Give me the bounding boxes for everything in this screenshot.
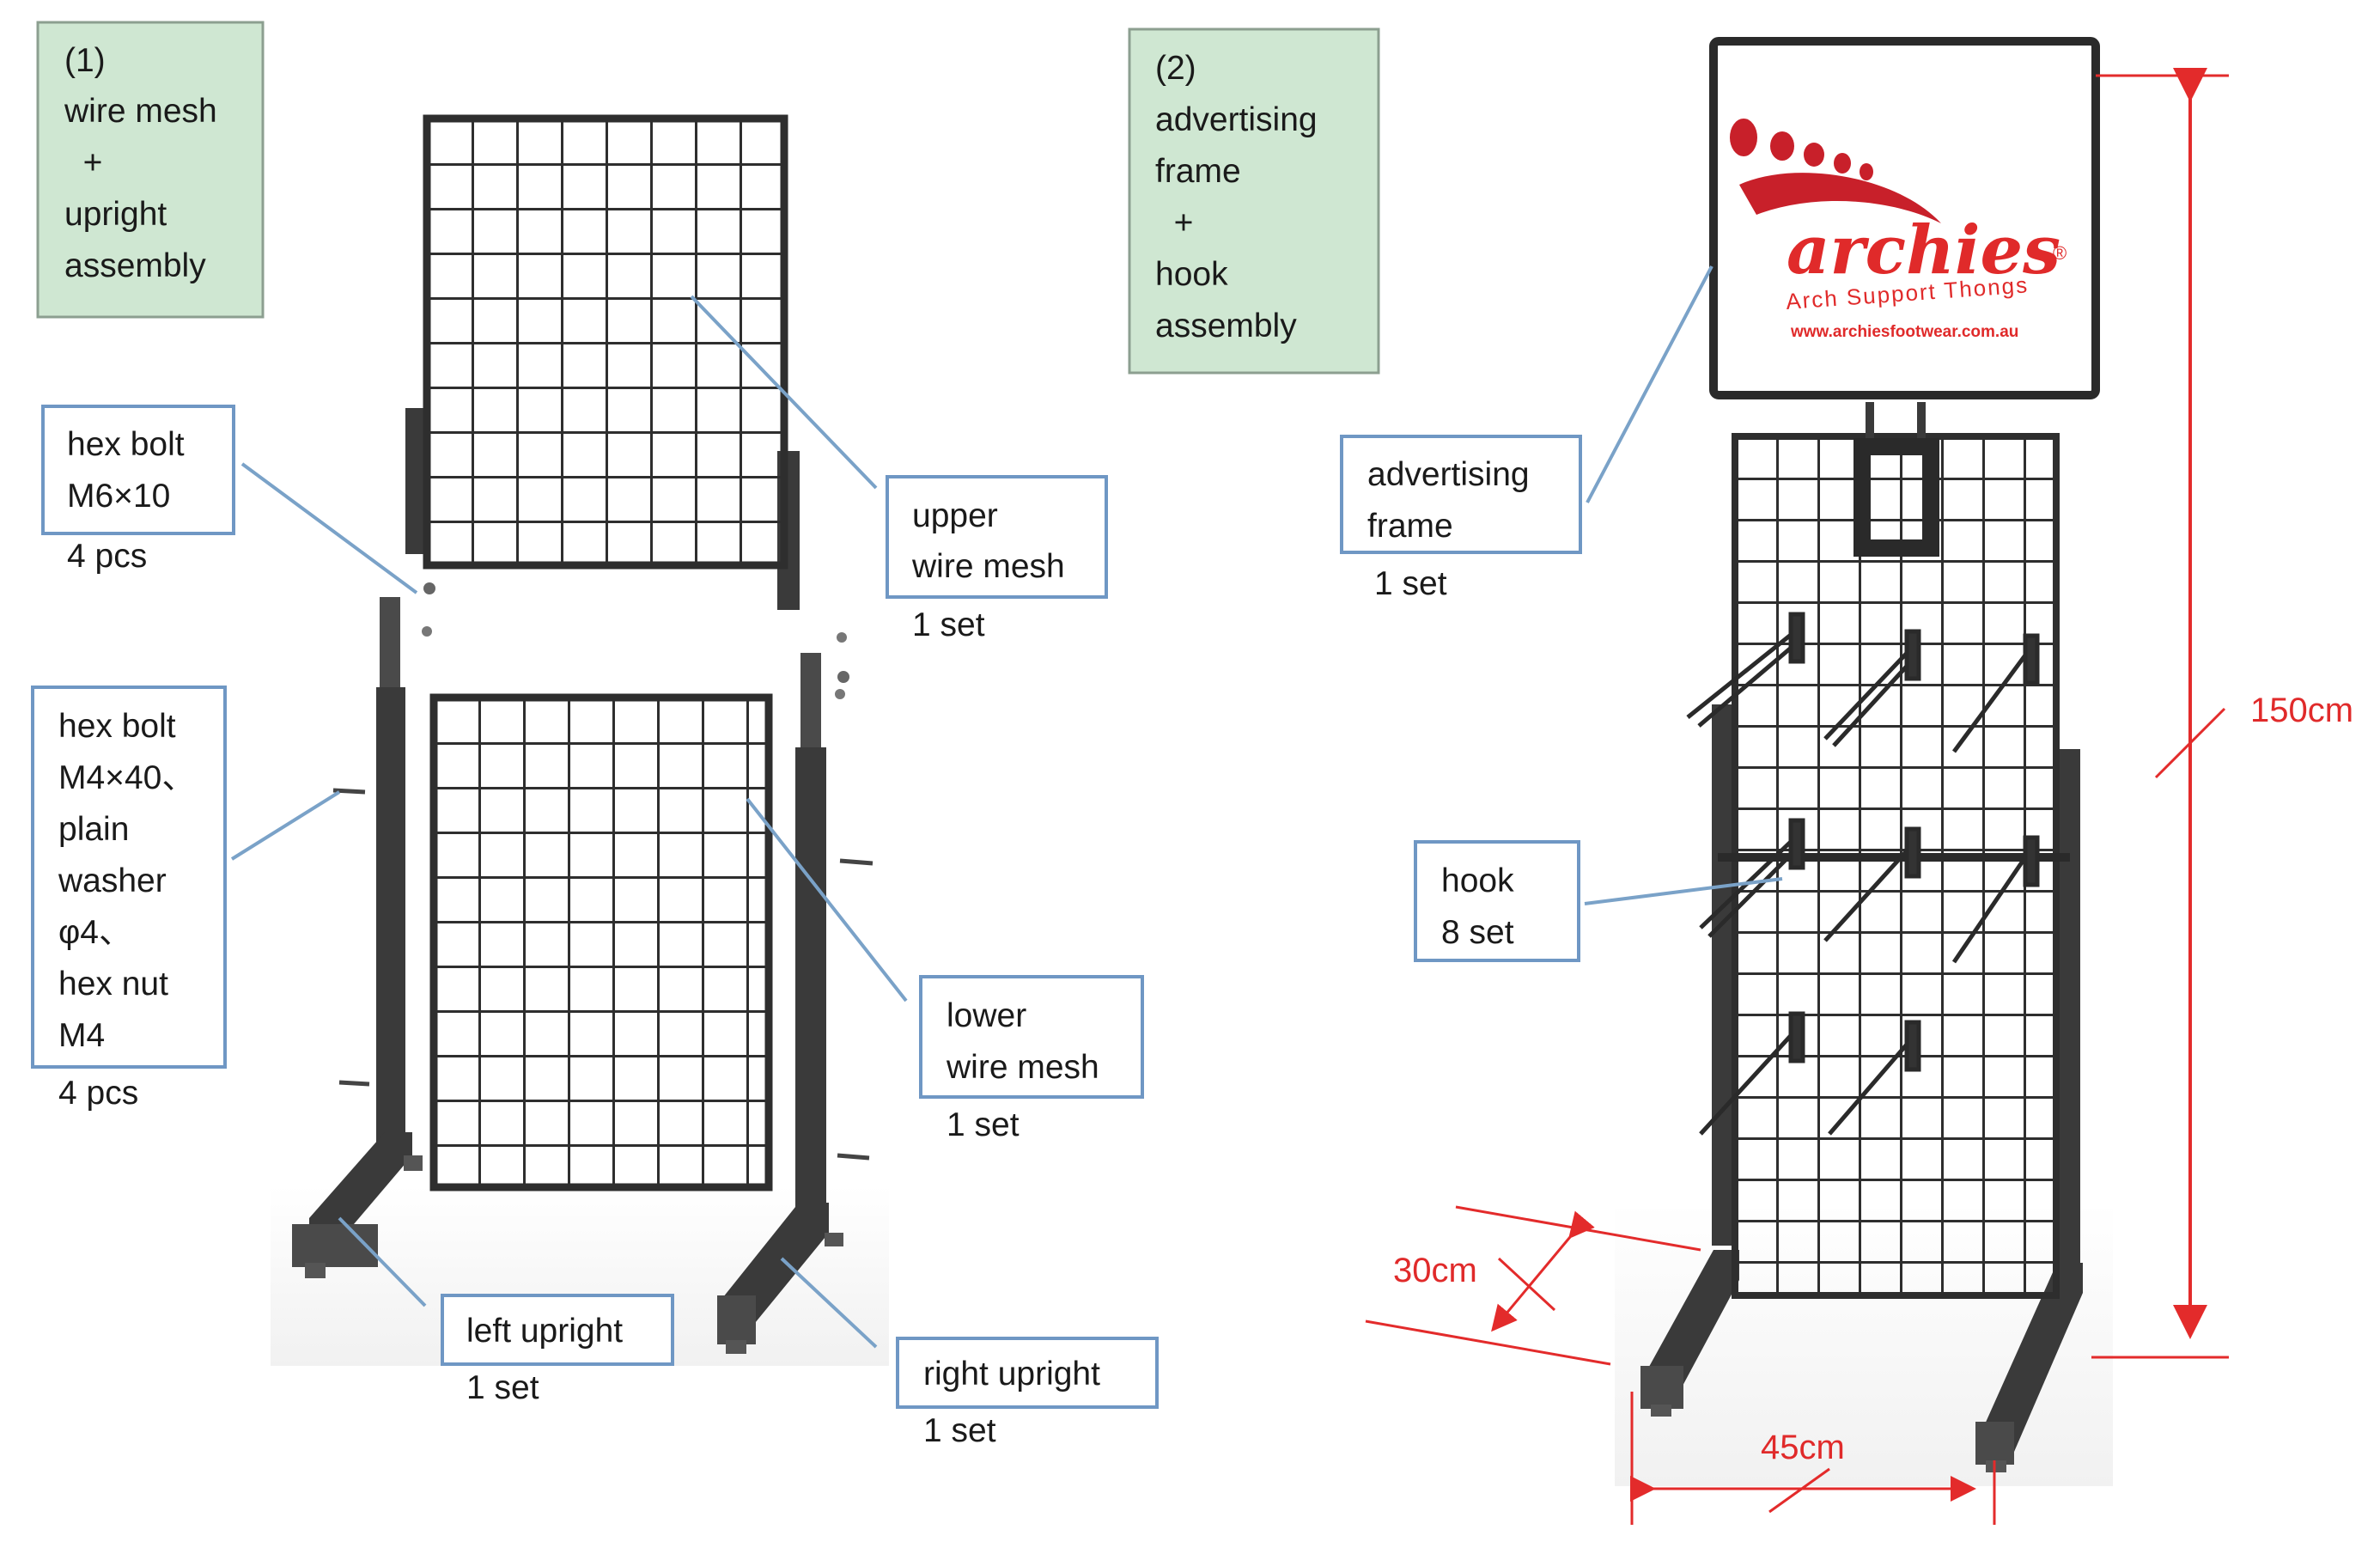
svg-text:wire mesh: wire mesh xyxy=(911,548,1065,585)
svg-text:1 set: 1 set xyxy=(912,606,985,643)
svg-text:1 set: 1 set xyxy=(923,1412,996,1449)
assembled-stand-drawing: archies ® Arch Support Thongs www.archie… xyxy=(1615,37,2113,1486)
svg-text:M4: M4 xyxy=(58,1017,105,1054)
svg-text:(1): (1) xyxy=(64,42,106,79)
svg-text:assembly: assembly xyxy=(1155,308,1297,344)
svg-text:+: + xyxy=(64,144,102,181)
svg-text:hex bolt: hex bolt xyxy=(67,426,185,463)
exploded-stand-drawing xyxy=(271,114,889,1366)
section2-label: (2) advertising frame + hook assembly xyxy=(1128,27,1380,375)
svg-text:4 pcs: 4 pcs xyxy=(58,1075,138,1112)
bolt-parts xyxy=(332,582,873,1161)
callout-left-upright: left upright 1 set xyxy=(441,1294,674,1406)
svg-text:upper: upper xyxy=(912,497,998,534)
right-upright xyxy=(717,653,843,1354)
width-dimension-label: 45cm xyxy=(1761,1429,1845,1466)
height-dimension-label: 150cm xyxy=(2250,692,2353,729)
lower-wire-mesh xyxy=(429,693,773,1191)
callout-hex-bolt-m6: hex bolt M6×10 4 pcs xyxy=(41,405,235,575)
callout-upper-wire-mesh: upper wire mesh 1 set xyxy=(886,475,1108,643)
left-upright xyxy=(292,597,423,1278)
svg-text:M4×40、: M4×40、 xyxy=(58,759,195,796)
svg-text:wire mesh: wire mesh xyxy=(946,1049,1099,1086)
svg-text:1 set: 1 set xyxy=(466,1369,539,1406)
svg-text:washer: washer xyxy=(58,862,167,899)
svg-text:www.archiesfootwear.com.au: www.archiesfootwear.com.au xyxy=(1790,323,2018,341)
leader-lines xyxy=(230,265,1783,1349)
svg-text:+: + xyxy=(1155,204,1193,241)
callout-hook: hook 8 set xyxy=(1414,840,1580,962)
svg-text:left upright: left upright xyxy=(466,1313,623,1350)
svg-text:φ4、: φ4、 xyxy=(58,914,132,951)
svg-text:8 set: 8 set xyxy=(1441,914,1514,951)
svg-text:lower: lower xyxy=(947,997,1026,1034)
sign-frame xyxy=(1709,37,2100,399)
callout-right-upright: right upright 1 set xyxy=(896,1337,1159,1449)
svg-text:1 set: 1 set xyxy=(947,1106,1020,1143)
svg-text:right upright: right upright xyxy=(923,1356,1100,1393)
callout-hex-bolt-m4: hex bolt M4×40、 plain washer φ4、 hex nut… xyxy=(31,686,227,1112)
svg-text:frame: frame xyxy=(1155,153,1241,190)
svg-text:assembly: assembly xyxy=(64,247,206,284)
svg-text:M6×10: M6×10 xyxy=(67,478,170,515)
svg-text:(2): (2) xyxy=(1155,50,1196,87)
svg-text:4 pcs: 4 pcs xyxy=(67,538,147,575)
dimension-lines xyxy=(1365,68,2229,1525)
svg-text:hex nut: hex nut xyxy=(58,966,168,1002)
svg-text:frame: frame xyxy=(1367,508,1453,545)
svg-text:wire mesh: wire mesh xyxy=(64,93,217,130)
svg-text:plain: plain xyxy=(58,811,129,848)
svg-text:archies: archies xyxy=(1787,211,2060,289)
upper-wire-mesh xyxy=(405,114,800,610)
svg-text:1 set: 1 set xyxy=(1374,565,1447,602)
section1-label: (1) wire mesh + upright assembly xyxy=(36,21,265,319)
svg-text:hook: hook xyxy=(1441,862,1514,899)
callout-advertising-frame: advertising frame 1 set xyxy=(1340,435,1582,602)
svg-text:advertising: advertising xyxy=(1367,456,1530,493)
svg-text:®: ® xyxy=(2053,242,2067,264)
svg-text:advertising: advertising xyxy=(1155,101,1318,138)
depth-dimension-label: 30cm xyxy=(1393,1252,1477,1289)
callout-lower-wire-mesh: lower wire mesh 1 set xyxy=(919,975,1144,1143)
svg-text:upright: upright xyxy=(64,196,167,233)
brand-logo: archies ® Arch Support Thongs www.archie… xyxy=(1730,119,2067,341)
svg-text:hex bolt: hex bolt xyxy=(58,708,176,745)
svg-text:hook: hook xyxy=(1155,256,1228,293)
